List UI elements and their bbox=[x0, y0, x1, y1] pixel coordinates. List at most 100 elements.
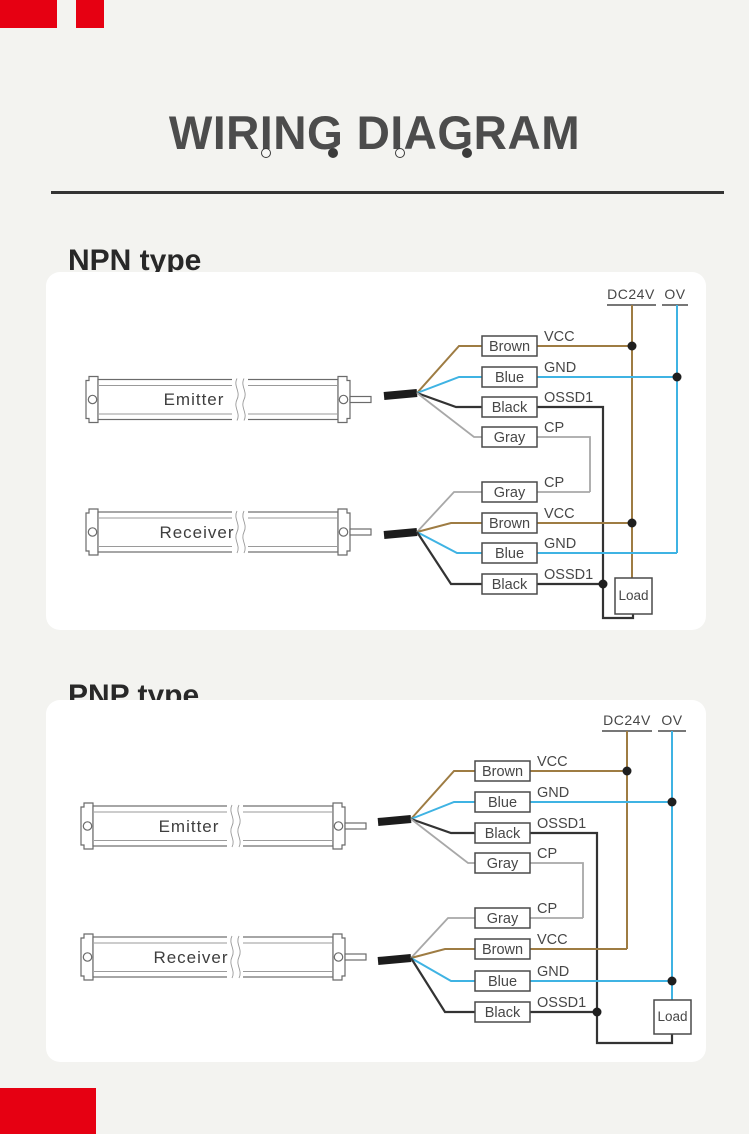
wire-color-label: Black bbox=[485, 1005, 521, 1021]
pnp-receiver-ossd1-line bbox=[530, 1010, 674, 1045]
pnp-receiver-brown-wire bbox=[410, 948, 475, 959]
pnp-ov-label: OV bbox=[661, 712, 682, 728]
junction-dot bbox=[592, 1007, 602, 1017]
junction-dot bbox=[667, 797, 677, 807]
page-title: WIRING DIAGRAM bbox=[168, 106, 581, 160]
npn-receiver-blue-wire bbox=[416, 531, 482, 554]
pnp-emitter-gray-box bbox=[474, 852, 531, 874]
npn-emitter-gray-wire bbox=[416, 392, 482, 438]
signal-label: VCC bbox=[537, 932, 568, 948]
wire-color-label: Brown bbox=[482, 764, 523, 780]
wire-color-label: Gray bbox=[494, 430, 526, 446]
signal-label: CP bbox=[537, 901, 557, 917]
npn-receiver-brown-wire bbox=[416, 522, 482, 533]
signal-label: OSSD1 bbox=[537, 816, 586, 832]
wire-color-label: Gray bbox=[487, 911, 519, 927]
dot-ornament-row bbox=[261, 148, 472, 158]
red-accent-top-left-small bbox=[76, 0, 104, 28]
wire-color-label: Blue bbox=[495, 546, 524, 562]
dot-filled-icon bbox=[328, 148, 338, 158]
npn-load-label: Load bbox=[618, 588, 648, 603]
npn-wiring-diagram: DC24V OV Emitter Brown bbox=[85, 286, 688, 620]
junction-dot bbox=[627, 518, 637, 528]
npn-diagram-card: DC24V OV Emitter Brown bbox=[46, 272, 706, 630]
pnp-emitter-brown-box bbox=[474, 760, 531, 782]
pnp-emitter-blue-wire bbox=[410, 801, 475, 820]
pnp-receiver-gray-box bbox=[474, 907, 531, 929]
wire-color-label: Brown bbox=[489, 516, 530, 532]
npn-load-box bbox=[614, 577, 653, 615]
signal-label: CP bbox=[537, 846, 557, 862]
pnp-emitter-gray-wire bbox=[410, 818, 475, 864]
npn-cp-link-line bbox=[537, 436, 591, 492]
pnp-receiver-cable bbox=[377, 954, 412, 965]
pnp-emitter-black-wire bbox=[410, 817, 475, 835]
signal-label: VCC bbox=[544, 506, 575, 522]
npn-receiver-label: Receiver bbox=[159, 523, 234, 542]
pnp-emitter-ossd1-line bbox=[530, 831, 599, 1012]
pnp-emitter-label: Emitter bbox=[159, 817, 220, 836]
junction-dot bbox=[667, 976, 677, 986]
signal-label: VCC bbox=[544, 329, 575, 345]
npn-receiver-black-wire bbox=[416, 531, 482, 586]
red-accent-top-left bbox=[0, 0, 57, 28]
signal-label: CP bbox=[544, 475, 564, 491]
pnp-emitter-device bbox=[80, 802, 367, 850]
signal-label: GND bbox=[537, 785, 569, 801]
pnp-receiver-label: Receiver bbox=[153, 948, 228, 967]
pnp-load-label: Load bbox=[657, 1009, 687, 1024]
pnp-emitter-black-box bbox=[474, 822, 531, 844]
signal-label: GND bbox=[544, 360, 576, 376]
signal-label: OSSD1 bbox=[544, 390, 593, 406]
wire-color-label: Gray bbox=[487, 856, 519, 872]
npn-receiver-brown-box bbox=[481, 512, 538, 534]
npn-emitter-ossd1-line bbox=[537, 405, 605, 584]
pnp-dc24v-label: DC24V bbox=[603, 712, 651, 728]
signal-label: GND bbox=[537, 964, 569, 980]
pnp-wiring-diagram: DC24V OV Emitter Brown bbox=[80, 712, 692, 1045]
pnp-diagram-card: DC24V OV Emitter Brown bbox=[46, 700, 706, 1062]
npn-emitter-cable bbox=[383, 389, 418, 400]
npn-receiver-black-box bbox=[481, 573, 538, 595]
npn-receiver-gray-box bbox=[481, 481, 538, 503]
pnp-receiver-black-box bbox=[474, 1001, 531, 1023]
red-accent-bottom-left bbox=[0, 1088, 96, 1134]
pnp-receiver-blue-wire bbox=[410, 957, 475, 982]
dot-open-icon bbox=[261, 148, 271, 158]
dot-open-icon bbox=[395, 148, 405, 158]
npn-emitter-device bbox=[85, 375, 372, 424]
signal-label: GND bbox=[544, 536, 576, 552]
pnp-cp-link-line bbox=[530, 862, 584, 918]
pnp-receiver-black-wire bbox=[410, 957, 475, 1014]
npn-emitter-blue-box bbox=[481, 366, 538, 388]
wire-color-label: Black bbox=[485, 826, 521, 842]
pnp-receiver-gray-wire bbox=[410, 917, 475, 959]
wire-color-label: Gray bbox=[494, 485, 526, 501]
signal-label: CP bbox=[544, 420, 564, 436]
wire-color-label: Black bbox=[492, 577, 528, 593]
pnp-load-box bbox=[653, 999, 692, 1035]
npn-emitter-black-box bbox=[481, 396, 538, 418]
npn-receiver-blue-box bbox=[481, 542, 538, 564]
npn-emitter-brown-wire bbox=[416, 345, 482, 394]
npn-receiver-gray-wire bbox=[416, 491, 482, 533]
junction-dot bbox=[598, 579, 608, 589]
npn-emitter-label: Emitter bbox=[164, 390, 225, 409]
npn-receiver-cable bbox=[383, 528, 418, 539]
wire-color-label: Blue bbox=[488, 974, 517, 990]
wire-color-label: Blue bbox=[495, 370, 524, 386]
wire-color-label: Brown bbox=[482, 942, 523, 958]
signal-label: OSSD1 bbox=[537, 995, 586, 1011]
wire-color-label: Brown bbox=[489, 339, 530, 355]
pnp-emitter-blue-box bbox=[474, 791, 531, 813]
pnp-emitter-brown-wire bbox=[410, 770, 475, 820]
npn-emitter-blue-wire bbox=[416, 376, 482, 394]
npn-emitter-brown-box bbox=[481, 335, 538, 357]
junction-dot bbox=[672, 372, 682, 382]
horizontal-divider bbox=[51, 191, 724, 194]
pnp-emitter-cable bbox=[377, 815, 412, 826]
signal-label: OSSD1 bbox=[544, 567, 593, 583]
npn-receiver-ossd1-line bbox=[537, 582, 635, 620]
pnp-receiver-brown-box bbox=[474, 938, 531, 960]
